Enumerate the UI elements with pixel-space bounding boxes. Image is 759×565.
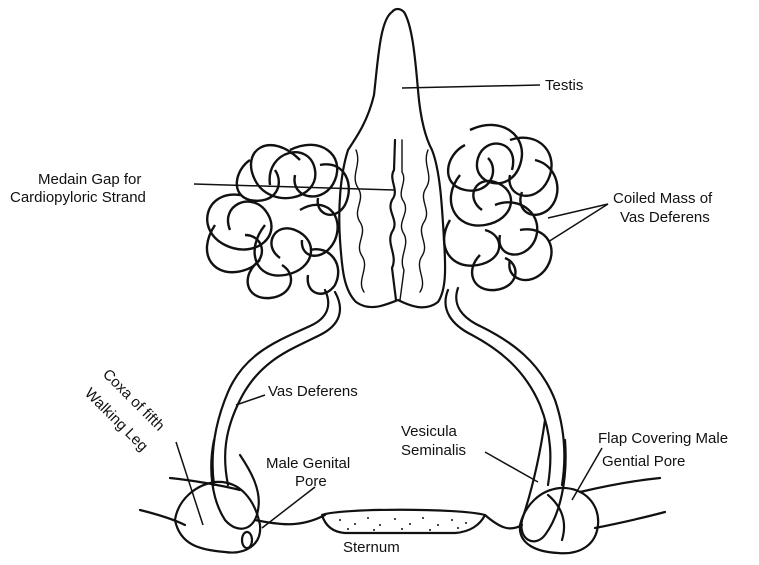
sternum-plate [322,510,485,533]
vesicula-seminalis-right [521,420,565,541]
median-gap [390,140,396,300]
testis-lobe-right [419,150,428,292]
coxa-left [175,482,260,553]
testis-body [339,9,445,307]
label-vesicula-2: Seminalis [401,442,466,459]
leader-coiled-mass-2 [548,204,608,242]
leader-coxa [176,442,203,525]
label-coiled-mass-1: Coiled Mass of [613,190,713,207]
body-outline-lower-left [255,515,325,524]
testis-lobe-left [355,150,364,292]
coiled-mass-right [444,125,557,290]
leader-flap [572,448,602,500]
label-median-gap-2: Cardiopyloric Strand [10,189,146,206]
vas-deferens-right-outer [456,288,564,485]
label-vas-deferens: Vas Deferens [268,383,358,400]
label-median-gap-1: Medain Gap for [38,171,141,188]
leader-coiled-mass-1 [548,204,608,218]
leader-vesicula [485,452,538,482]
label-flap-2: Gential Pore [602,453,685,470]
label-male-genital-pore-2: Pore [295,473,327,490]
median-gap-inner [400,140,406,300]
label-testis: Testis [545,77,583,94]
body-outline-lower-right [485,515,522,528]
coxa-right [520,488,598,553]
male-genital-pore [242,532,252,548]
leader-testis [402,85,540,88]
sternum-stipple [339,517,467,531]
coiled-mass-left [207,145,349,298]
label-vesicula-1: Vesicula [401,423,458,440]
label-coiled-mass-2: Vas Deferens [620,209,710,226]
label-male-genital-pore-1: Male Genital [266,455,350,472]
label-flap-1: Flap Covering Male [598,430,728,447]
label-sternum: Sternum [343,539,400,556]
